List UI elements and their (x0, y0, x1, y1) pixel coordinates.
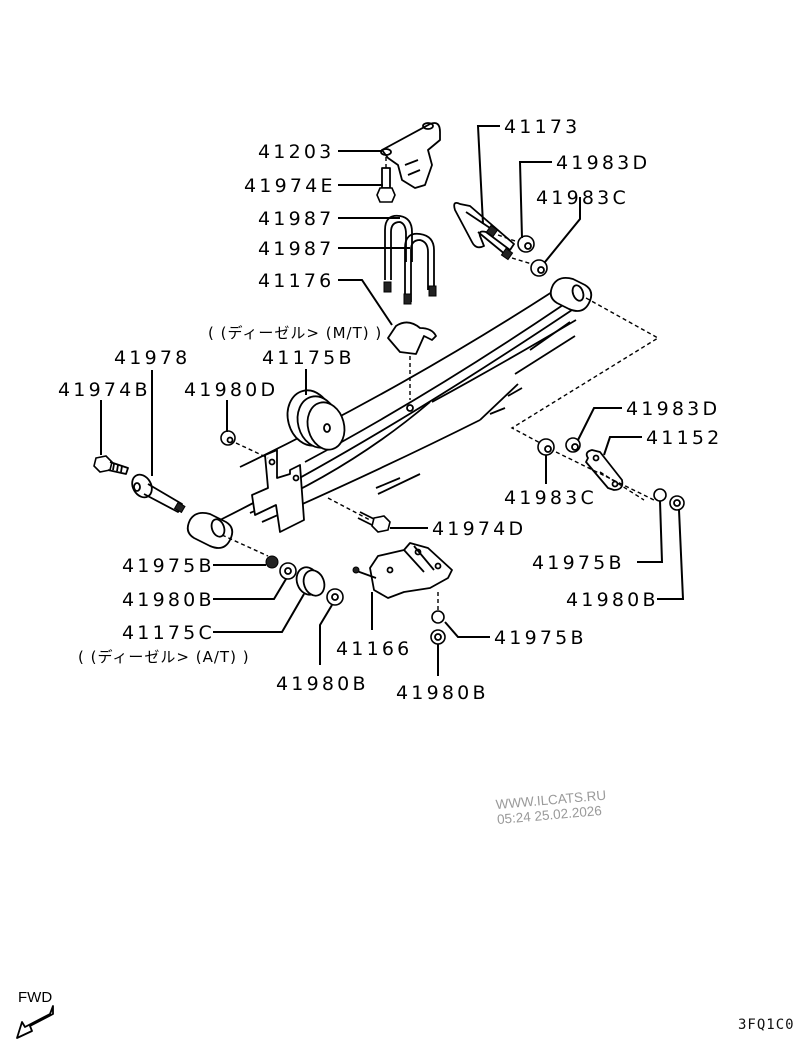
callout-41176[interactable]: 41176 (258, 270, 334, 292)
diagram-code: 3FQ1C0 (738, 1017, 795, 1033)
bushing-41983D-mid[interactable] (565, 437, 581, 453)
bolt-41974B[interactable] (93, 455, 129, 475)
bushing-41983D-top[interactable] (517, 235, 535, 253)
callout-41974D[interactable]: 41974D (432, 518, 526, 540)
nut-41980D[interactable] (220, 430, 269, 459)
callout-41980B-left[interactable]: 41980B (122, 589, 215, 611)
watermark: WWW.ILCATS.RU 05:24 25.02.2026 (495, 788, 607, 828)
callout-41980B-center[interactable]: 41980B (396, 682, 489, 704)
callout-41203[interactable]: 41203 (258, 141, 334, 163)
leader-lines (100, 125, 685, 676)
callout-41166[interactable]: 41166 (336, 638, 412, 660)
nut-41980B-right[interactable] (669, 495, 685, 511)
callout-41975B-right[interactable]: 41975B (532, 552, 625, 574)
rubber-41175C[interactable] (293, 564, 328, 599)
fwd-arrow-icon (16, 1005, 54, 1039)
callout-41175B[interactable]: 41175B (262, 347, 355, 369)
bolt-41974D[interactable] (327, 497, 391, 533)
spring-bracket[interactable] (251, 449, 305, 533)
shackle-plate-41152[interactable] (555, 449, 655, 501)
callout-41983C-mid[interactable]: 41983C (504, 487, 597, 509)
callout-41974B[interactable]: 41974B (58, 379, 151, 401)
assembly-guide-front (221, 534, 269, 557)
callout-41987-b[interactable]: 41987 (258, 238, 334, 260)
spring-seat-41166[interactable] (352, 542, 453, 610)
callout-41152[interactable]: 41152 (646, 427, 722, 449)
callout-41983D-mid[interactable]: 41983D (626, 398, 720, 420)
bolt-41974E[interactable] (376, 157, 396, 203)
shackle-pin-41978[interactable] (128, 471, 186, 514)
callout-41983C-top[interactable]: 41983C (536, 187, 629, 209)
washer-41975B-left[interactable] (265, 555, 279, 569)
callout-41978[interactable]: 41978 (114, 347, 190, 369)
shackle-41173[interactable] (453, 201, 533, 265)
callout-41975B-bottom[interactable]: 41975B (494, 627, 587, 649)
u-bolts[interactable] (383, 214, 437, 305)
callout-41980D[interactable]: 41980D (184, 379, 278, 401)
callout-41980B-right[interactable]: 41980B (566, 589, 659, 611)
nut-41980B-left[interactable] (279, 562, 297, 580)
callout-41983D-top[interactable]: 41983D (556, 152, 650, 174)
nut-41980B-center[interactable] (430, 629, 446, 645)
bump-stopper-bracket[interactable] (380, 122, 441, 189)
callout-41974E[interactable]: 41974E (244, 175, 336, 197)
callout-41175C[interactable]: 41175C (122, 622, 215, 644)
bump-rubber-41175B[interactable] (282, 385, 350, 454)
fwd-label: FWD (18, 989, 52, 1006)
callout-41980B-bottom[interactable]: 41980B (276, 673, 369, 695)
callout-41975B-left[interactable]: 41975B (122, 555, 215, 577)
nut-41980B-bottom[interactable] (326, 588, 344, 606)
washer-41975B-right[interactable] (653, 488, 667, 502)
callout-41987-a[interactable]: 41987 (258, 208, 334, 230)
note-diesel-at: ( (ディーゼル> (A/T) ) (78, 648, 250, 666)
washer-41975B-bottom[interactable] (431, 610, 445, 624)
callout-41173[interactable]: 41173 (504, 116, 580, 138)
bushing-41983C-mid[interactable] (537, 438, 555, 456)
assembly-guide-rear (510, 297, 660, 447)
note-diesel-mt: ( (ディーゼル> (M/T) ) (208, 324, 382, 342)
bushing-41983C-top[interactable] (530, 259, 548, 277)
spacer-41176[interactable] (387, 321, 437, 400)
